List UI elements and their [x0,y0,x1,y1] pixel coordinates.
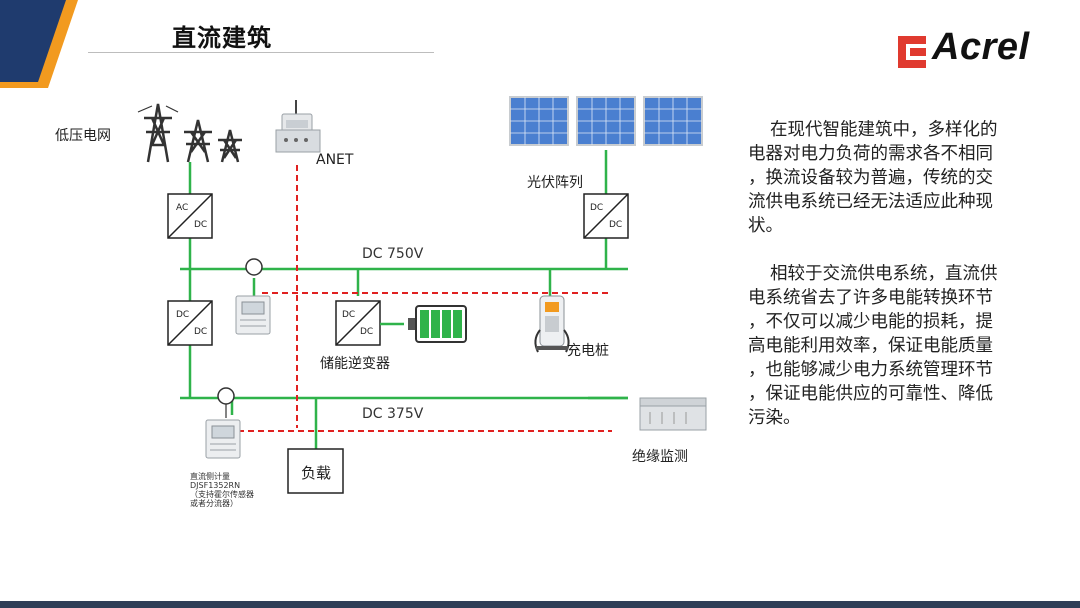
insulation-monitor-icon [639,397,707,431]
charger-label: 充电桩 [567,343,609,359]
paragraph-2: 相较于交流供电系统，直流供 电系统省去了许多电能转换环节 ，不仅可以减少电能的损… [748,262,1038,430]
insulation-label: 绝缘监测 [632,449,688,465]
transmission-tower-icon [137,103,242,163]
anet-label: ANET [316,152,354,168]
dcdc-converter-bottom: DC [194,327,208,337]
anet-gateway-icon [275,100,321,153]
page-title: 直流建筑 [172,23,272,52]
para1-line: 状。 [748,216,783,236]
para1-line: 在现代智能建筑中，多样化的 [770,120,998,140]
dc-meter-icon [235,295,271,335]
solar-panel-icon [509,96,703,146]
storage-inverter-label: 储能逆变器 [320,356,390,372]
dc-energy-meter-icon [205,419,241,459]
dc-system-diagram [137,96,707,494]
acdc-converter-bottom: DC [194,220,208,230]
charging-pile-icon [534,295,570,353]
battery-icon [380,305,467,343]
acrel-logo-icon [898,36,926,68]
para2-line: 高电能利用效率，保证电能质量 [748,336,993,356]
para2-line: ，保证电能供应的可靠性、降低 [748,384,993,404]
para1-line: ，换流设备较为普遍，传统的交 [748,168,993,188]
para2-line: 电系统省去了许多电能转换环节 [748,288,993,308]
paragraph-1: 在现代智能建筑中，多样化的 电器对电力负荷的需求各不相同 ，换流设备较为普遍，传… [748,118,1038,238]
corner-decoration [0,0,78,88]
footer-bar [0,601,1080,608]
grid-label: 低压电网 [55,128,111,144]
dc-bus-lines [180,150,628,455]
meter-caption-4: 或者分流器） [190,499,238,508]
communication-lines [218,165,612,432]
storage-converter-bottom: DC [360,327,374,337]
storage-converter-top: DC [342,310,356,320]
title-divider [88,52,434,53]
para2-line: 污染。 [748,408,801,428]
brand-logo-text: Acrel [932,26,1030,68]
para1-line: 流供电系统已经无法适应此种现 [748,192,993,212]
meter-caption-3: （支持霍尔传感器 [190,490,254,499]
meter-caption-1: 直流侧计量 [190,472,230,481]
pv-converter-bottom: DC [609,220,623,230]
pv-array-label: 光伏阵列 [527,175,583,191]
dcdc-converter-top: DC [176,310,190,320]
para2-line: ，也能够减少电力系统管理环节 [748,360,993,380]
para2-line: ，不仅可以减少电能的损耗，提 [748,312,993,332]
pv-converter-top: DC [590,203,604,213]
para2-line: 相较于交流供电系统，直流供 [770,264,998,284]
bus-375v-label: DC 375V [362,406,424,422]
load-label: 负载 [301,464,332,482]
bus-750v-label: DC 750V [362,246,424,262]
para1-line: 电器对电力负荷的需求各不相同 [748,144,993,164]
meter-caption-2: DJSF1352RN [190,481,241,490]
acdc-converter-top: AC [176,203,189,213]
